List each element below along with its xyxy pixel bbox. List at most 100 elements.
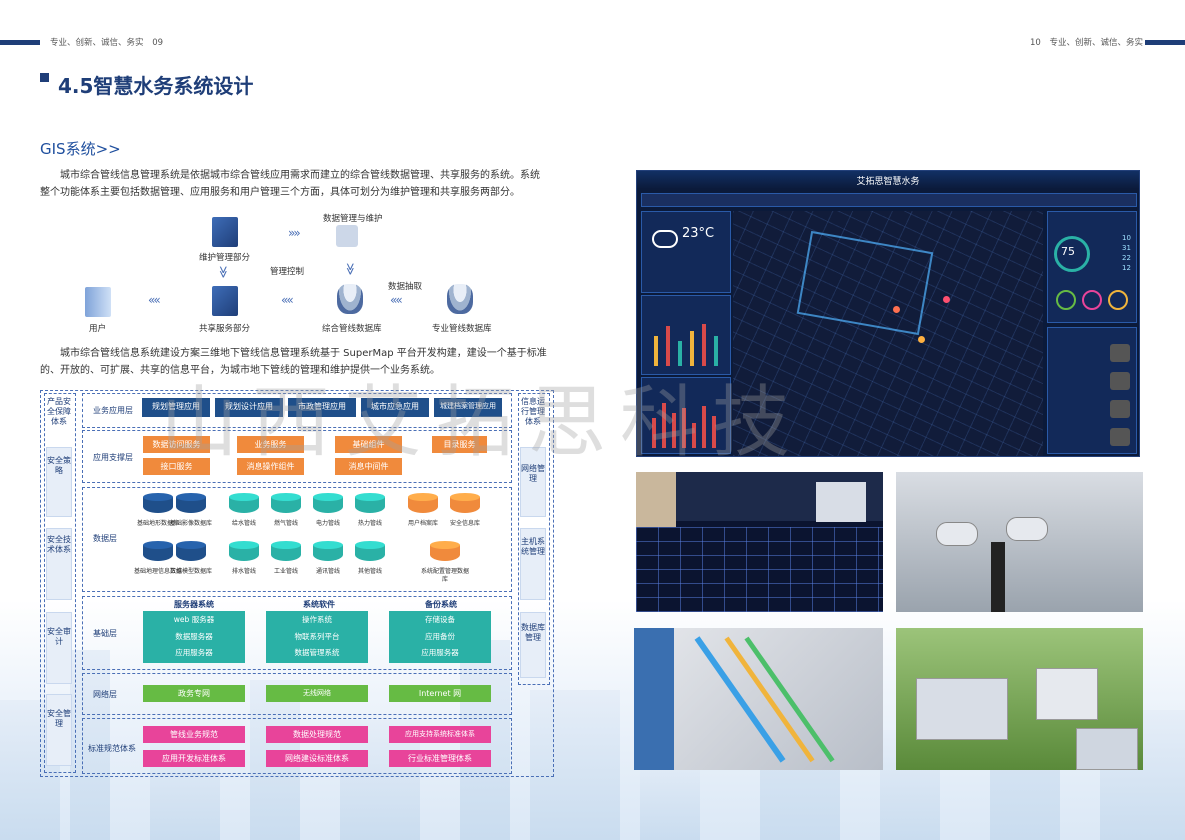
header-bar-right <box>1145 40 1185 45</box>
flow-label-maint: 维护管理部分 <box>199 253 251 263</box>
data-row1-3-label: 燃气管线 <box>273 520 298 527</box>
biz-item-3: 城市应急应用 <box>361 398 429 417</box>
data-row1-6-cylinder-icon <box>408 493 438 517</box>
base-group-0: web 服务器 数据服务器 应用服务器 <box>143 611 245 663</box>
base-item-0-1: 数据服务器 <box>175 632 213 641</box>
map-marker-icon-2 <box>918 336 925 343</box>
section-title: 4.5智慧水务系统设计 <box>58 74 254 98</box>
base-group-title-2: 备份系统 <box>425 600 457 609</box>
base-layer <box>82 596 512 670</box>
maintenance-doc-icon <box>212 217 238 247</box>
support-layer <box>82 430 512 483</box>
data-row1-2-cylinder-icon <box>229 493 259 517</box>
base-group-title-0: 服务器系统 <box>174 600 214 609</box>
flow-label-extract: 数据抽取 <box>388 282 423 292</box>
arrow-left-icon: «« <box>148 293 161 307</box>
arrow-left-icon-3: «« <box>390 293 403 307</box>
data-row1-6-label: 用户档案库 <box>407 520 438 527</box>
base-group-title-1: 系统软件 <box>303 600 335 609</box>
database-icon <box>336 225 358 247</box>
data-row2-2-cylinder-icon <box>229 541 259 565</box>
map-marker-icon <box>893 306 900 313</box>
business-layer-name: 业务应用层 <box>93 406 133 415</box>
paragraph-2: 城市综合管线信息系统建设方案三维地下管线信息管理系统基于 SuperMap 平台… <box>40 345 560 379</box>
right-tab-3: 数据库管理 <box>520 612 546 678</box>
data-row1-4-label: 电力管线 <box>315 520 340 527</box>
architecture-diagram <box>40 390 554 777</box>
header-left-slogan: 专业、创新、诚信、务实 <box>50 38 144 48</box>
base-item-0-0: web 服务器 <box>173 615 215 624</box>
std-item-4: 网络建设标准体系 <box>266 750 368 767</box>
base-item-0-2: 应用服务器 <box>175 648 213 657</box>
dashboard-screenshot: 艾拓思智慧水务 23°C 75 10 31 22 12 <box>636 170 1140 457</box>
paragraph-1-line-2: 整个功能体系主要包括数据管理、应用服务和用户管理三个方面，具体可划分为维护管理和… <box>40 187 520 198</box>
scene-street-grid <box>636 472 883 612</box>
data-row1-0-cylinder-icon <box>143 493 173 517</box>
biz-item-1: 规划设计应用 <box>215 398 283 417</box>
support-item-1: 业务服务 <box>237 436 304 453</box>
city-map <box>733 211 1043 456</box>
left-tab-4: 安全管理 <box>46 694 72 766</box>
bar-chart-panel-2 <box>641 377 731 454</box>
data-row2-3-label: 工业管线 <box>273 568 298 575</box>
scene-pump-room <box>896 472 1143 612</box>
left-tab-2: 安全技术体系 <box>46 528 72 600</box>
flow-label-data-mgmt: 数据管理与维护 <box>323 214 383 224</box>
data-row1-1-cylinder-icon <box>176 493 206 517</box>
stat-1: 31 <box>1122 244 1131 252</box>
header-bar-left <box>0 40 40 45</box>
weather-temp: 23°C <box>682 226 715 241</box>
data-row2-4-cylinder-icon <box>313 541 343 565</box>
data-row2-0-cylinder-icon <box>143 541 173 565</box>
comp-db-icon <box>337 284 363 314</box>
data-row1-1-label: 基础影像数据库 <box>169 520 212 527</box>
base-group-2: 存储设备 应用备份 应用服务器 <box>389 611 491 663</box>
network-layer-name: 网络层 <box>93 690 117 699</box>
scene-pipes <box>634 628 883 770</box>
flow-label-user: 用户 <box>89 324 107 334</box>
arrow-right-icon: »» <box>288 226 301 240</box>
base-item-2-2: 应用服务器 <box>421 648 459 657</box>
business-layer <box>82 393 512 428</box>
support-item-4: 接口服务 <box>143 458 210 475</box>
header-right-page: 10 <box>1030 38 1041 48</box>
base-item-1-0: 操作系统 <box>302 615 332 624</box>
data-row2-2-label: 排水管线 <box>231 568 256 575</box>
right-column <box>518 393 550 685</box>
net-item-0: 政务专网 <box>143 685 245 702</box>
data-layer <box>82 487 512 592</box>
stat-3: 12 <box>1122 264 1131 272</box>
right-tab-0: 信息运行管理体系 <box>521 397 545 426</box>
paragraph-2-line-1: 城市综合管线信息系统建设方案三维地下管线信息管理系统基于 SuperMap 平台… <box>60 348 547 359</box>
net-item-1: 无线网络 <box>266 685 368 702</box>
standards-layer-name: 标准规范体系 <box>88 744 136 753</box>
header-left-page: 09 <box>152 38 164 48</box>
stat-0: 10 <box>1122 234 1131 242</box>
flow-label-ctrl: 管理控制 <box>270 267 305 277</box>
data-row2-0-label: 基础地理信息数据 <box>133 568 182 575</box>
left-column <box>44 393 76 773</box>
standards-layer <box>82 718 512 774</box>
cloud-icon <box>652 230 678 248</box>
data-layer-name: 数据层 <box>93 534 117 543</box>
data-row1-7-cylinder-icon <box>450 493 480 517</box>
biz-item-2: 市政管理应用 <box>288 398 356 417</box>
header-left: 专业、创新、诚信、务实 09 <box>50 36 163 48</box>
support-item-3: 目录服务 <box>432 436 487 453</box>
base-group-1: 操作系统 物联系列平台 数据管理系统 <box>266 611 368 663</box>
flow-label-share: 共享服务部分 <box>199 324 251 334</box>
support-item-6: 消息中间件 <box>335 458 402 475</box>
video-list-panel <box>1047 327 1137 454</box>
gauge-panel: 75 10 31 22 12 <box>1047 211 1137 323</box>
biz-item-4: 城建档案管理应用 <box>434 398 502 417</box>
gauge-value: 75 <box>1061 245 1075 258</box>
title-marker <box>40 73 49 82</box>
right-tab-1: 网络管理 <box>520 447 546 517</box>
base-item-1-2: 数据管理系统 <box>294 648 340 657</box>
left-tab-0: 产品安全保障体系 <box>47 397 71 426</box>
base-layer-name: 基础层 <box>93 629 117 638</box>
support-item-2: 基础组件 <box>335 436 402 453</box>
data-row2-1-cylinder-icon <box>176 541 206 565</box>
data-row2-3-cylinder-icon <box>271 541 301 565</box>
flow-label-comp-db: 综合管线数据库 <box>322 324 382 334</box>
